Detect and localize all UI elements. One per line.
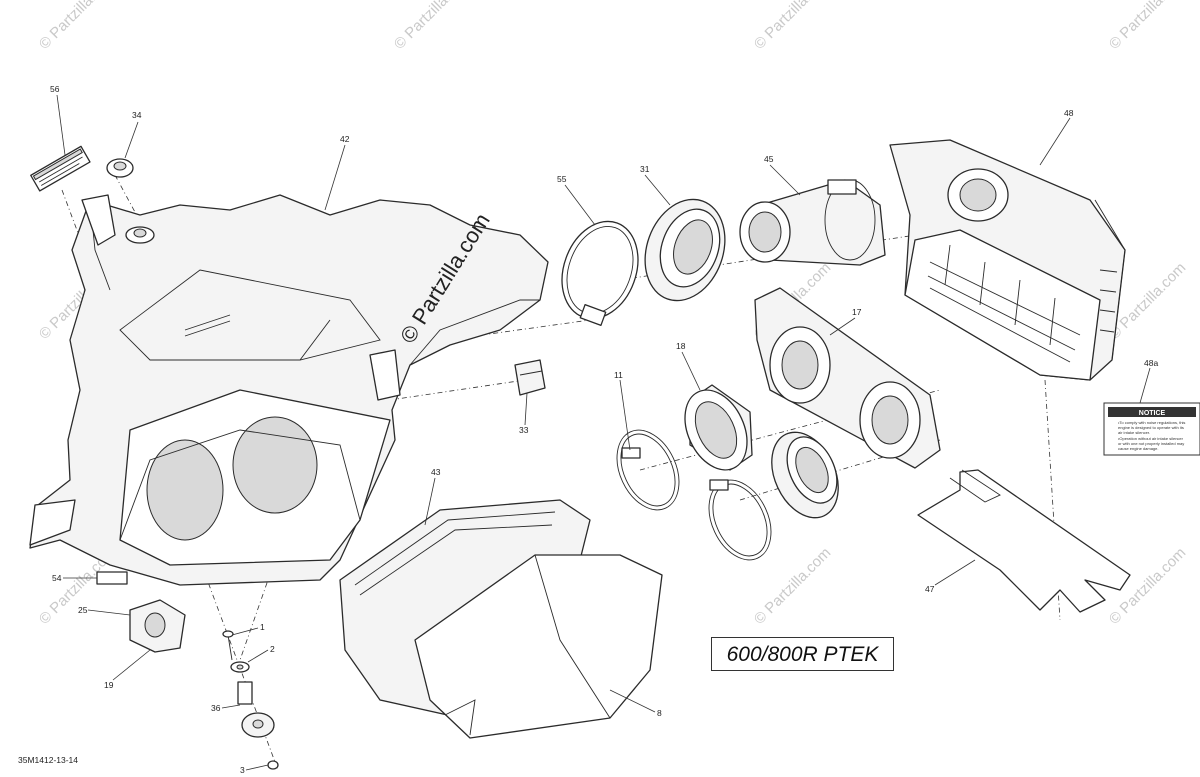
callout-34: 34	[132, 110, 142, 120]
callout-43: 43	[431, 467, 441, 477]
grommet-36	[241, 712, 275, 738]
callout-47: 47	[925, 584, 935, 594]
callout-31: 31	[640, 164, 650, 174]
nut-3	[267, 760, 279, 770]
callout-25: 25	[78, 605, 88, 615]
seal-47	[917, 469, 1131, 613]
notice-line: engine is designed to operate with its	[1118, 425, 1184, 430]
clamp-55	[561, 220, 639, 326]
spring-36	[237, 681, 253, 705]
watermark: © Partzilla.com	[751, 544, 834, 627]
watermark: © Partzilla.com	[1106, 0, 1189, 53]
callout-36: 36	[211, 703, 221, 713]
callout-1: 1	[260, 622, 265, 632]
notice-line: •Operation without air intake silencer	[1118, 436, 1184, 441]
callout-33: 33	[519, 425, 529, 435]
airbox-housing	[29, 194, 549, 586]
filter-8	[414, 554, 663, 739]
bracket-25	[129, 599, 186, 653]
washer-2	[230, 661, 250, 673]
clamp-11	[616, 429, 680, 511]
callout-3: 3	[240, 765, 245, 775]
drawing-code: 35M1412-13-14	[18, 755, 79, 765]
notice-line: or with one not properly installed may	[1118, 441, 1184, 446]
clip-33	[514, 359, 546, 396]
callout-19: 19	[104, 680, 114, 690]
notice-line: cause engine damage.	[1118, 446, 1158, 451]
watermark: © Partzilla.com	[36, 0, 119, 53]
callout-8: 8	[657, 708, 662, 718]
leader-lines	[56, 94, 1151, 771]
watermark: © Partzilla.com	[751, 0, 834, 53]
grommet-34	[106, 158, 134, 178]
duct-45	[739, 179, 886, 266]
callout-54: 54	[52, 573, 62, 583]
callout-18: 18	[676, 341, 686, 351]
adapter-plate-17	[754, 287, 941, 469]
sleeve-18b	[771, 431, 839, 519]
screw-1	[222, 630, 234, 661]
decal-54	[96, 571, 128, 585]
notice-decal-48a: NOTICE •To comply with noise regulations…	[1103, 402, 1200, 456]
silencer-48	[889, 139, 1126, 381]
callout-55: 55	[557, 174, 567, 184]
sleeve-18	[684, 384, 753, 471]
notice-heading: NOTICE	[1139, 410, 1166, 417]
watermark: © Partzilla.com	[391, 0, 474, 53]
decal-56	[30, 145, 91, 192]
model-label: 600/800R PTEK	[711, 637, 894, 671]
callout-48: 48	[1064, 108, 1074, 118]
callout-2: 2	[270, 644, 275, 654]
notice-line: air intake silencer.	[1118, 430, 1150, 435]
callout-numbers: 56 34 42 55 31 45 48 17 18 11 33 48a 43 …	[50, 84, 1158, 775]
callout-56: 56	[50, 84, 60, 94]
clamp-11b	[708, 479, 772, 561]
callout-48a: 48a	[1144, 358, 1158, 368]
callout-45: 45	[764, 154, 774, 164]
callout-11: 11	[614, 370, 623, 380]
notice-line: •To comply with noise regulations, this	[1118, 420, 1185, 425]
callout-42: 42	[340, 134, 350, 144]
callout-17: 17	[852, 307, 862, 317]
coupler-31	[644, 198, 726, 302]
